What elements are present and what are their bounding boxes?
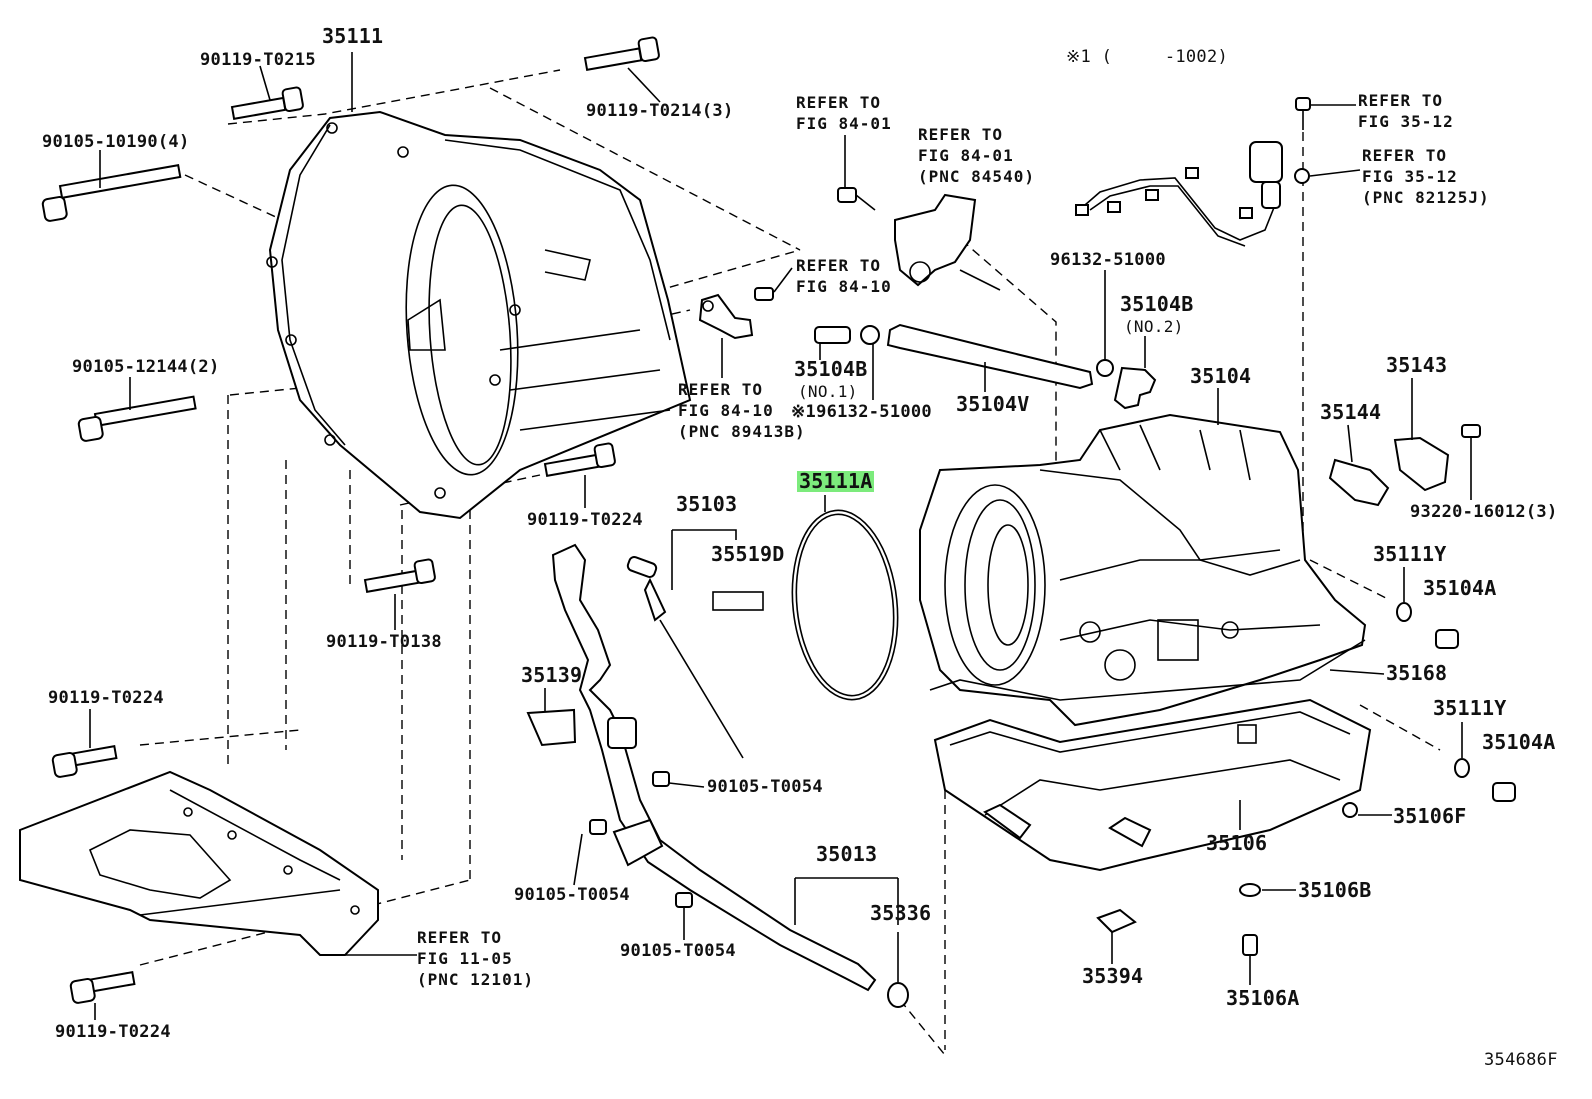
refer-line: (PNC 84540): [918, 167, 1035, 186]
refer-line: FIG 35-12: [1362, 167, 1458, 186]
part-label-90105-t0054[interactable]: 90105-T0054: [707, 777, 823, 797]
part-label-35336[interactable]: 35336: [870, 901, 932, 925]
part-label-35106[interactable]: 35106: [1206, 831, 1268, 855]
refer-to-r11-05[interactable]: REFER TO FIG 11-05 (PNC 12101): [417, 927, 534, 990]
refer-line: REFER TO: [918, 125, 1004, 144]
part-label-35139[interactable]: 35139: [521, 663, 583, 687]
part-label-90119-t02143[interactable]: 90119-T0214(3): [586, 101, 734, 121]
refer-line: FIG 11-05: [417, 949, 513, 968]
transmission-case-35104[interactable]: [919, 378, 1481, 727]
part-label-35111y[interactable]: 35111Y: [1433, 696, 1507, 720]
part-label-90105-t0054[interactable]: 90105-T0054: [620, 941, 736, 961]
oring-35111A[interactable]: [783, 495, 906, 705]
part-label-90119-t0224[interactable]: 90119-T0224: [527, 510, 643, 530]
refer-to-r84-01b[interactable]: REFER TO FIG 84-01 (PNC 84540): [918, 124, 1035, 187]
part-label-35144[interactable]: 35144: [1320, 400, 1382, 424]
refer-to-r84-10b[interactable]: REFER TO FIG 84-10 (PNC 89413B): [678, 379, 806, 442]
refer-line: FIG 84-10: [678, 401, 774, 420]
part-label-90105-t0054[interactable]: 90105-T0054: [514, 885, 630, 905]
refer-line: FIG 84-10: [796, 277, 892, 296]
bolts-left[interactable]: [41, 36, 661, 1020]
part-label-35519d[interactable]: 35519D: [711, 542, 785, 566]
diagram-id: 354686F: [1484, 1050, 1558, 1070]
refer-line: REFER TO: [1358, 91, 1444, 110]
part-label-96132-51000[interactable]: 96132-51000: [1050, 250, 1166, 270]
part-label-no2[interactable]: (NO.2): [1124, 317, 1184, 336]
part-label-35106b[interactable]: 35106B: [1298, 878, 1372, 902]
part-label-35106f[interactable]: 35106F: [1393, 804, 1467, 828]
part-label-196132-51000[interactable]: ※196132-51000: [791, 402, 932, 422]
part-label-90119-t0138[interactable]: 90119-T0138: [326, 632, 442, 652]
part-label-35013[interactable]: 35013: [816, 842, 878, 866]
part-label-90105-121442[interactable]: 90105-12144(2): [72, 357, 220, 377]
refer-line: FIG 84-01: [796, 114, 892, 133]
refer-line: REFER TO: [417, 928, 503, 947]
part-label-35103[interactable]: 35103: [676, 492, 738, 516]
refer-line: FIG 84-01: [918, 146, 1014, 165]
part-label-no1[interactable]: (NO.1): [798, 382, 858, 401]
refer-line: (PNC 12101): [417, 970, 534, 989]
engine-oil-pan-fig11-05: [19, 770, 417, 956]
part-label-35394[interactable]: 35394: [1082, 964, 1144, 988]
assembly-dashed-lines: [139, 69, 1441, 1056]
refer-line: FIG 35-12: [1358, 112, 1454, 131]
part-label-35104a[interactable]: 35104A: [1423, 576, 1497, 600]
part-label-90119-t0215[interactable]: 90119-T0215: [200, 50, 316, 70]
part-label-35111y[interactable]: 35111Y: [1373, 542, 1447, 566]
note-label: ※1 ( -1002): [1066, 47, 1229, 67]
part-label-90105-101904[interactable]: 90105-10190(4): [42, 132, 190, 152]
refer-line: REFER TO: [796, 93, 882, 112]
part-label-35106a[interactable]: 35106A: [1226, 986, 1300, 1010]
oil-filler-tube-35013[interactable]: [526, 529, 909, 1008]
refer-to-r35-12a[interactable]: REFER TO FIG 35-12: [1358, 90, 1454, 132]
refer-to-r35-12b[interactable]: REFER TO FIG 35-12 (PNC 82125J): [1362, 145, 1490, 208]
part-label-35104b[interactable]: 35104B: [1120, 292, 1194, 316]
refer-line: REFER TO: [1362, 146, 1448, 165]
part-label-35143[interactable]: 35143: [1386, 353, 1448, 377]
part-label-35104b[interactable]: 35104B: [794, 357, 868, 381]
part-label-35104[interactable]: 35104: [1190, 364, 1252, 388]
bell-housing-35111[interactable]: [266, 52, 692, 520]
part-label-90119-t0224[interactable]: 90119-T0224: [55, 1022, 171, 1042]
part-label-90119-t0224[interactable]: 90119-T0224: [48, 688, 164, 708]
oil-pan-35106[interactable]: [933, 567, 1516, 985]
part-label-35104a[interactable]: 35104A: [1482, 730, 1556, 754]
refer-line: REFER TO: [678, 380, 764, 399]
wire-harness-fig35-12[interactable]: [1075, 97, 1361, 247]
oil-cooler-hose-35104V[interactable]: [814, 270, 1157, 410]
refer-line: (PNC 89413B): [678, 422, 806, 441]
refer-line: (PNC 82125J): [1362, 188, 1490, 207]
part-label-93220-160123[interactable]: 93220-16012(3): [1410, 502, 1558, 522]
refer-line: REFER TO: [796, 256, 882, 275]
part-label-35111[interactable]: 35111: [322, 24, 384, 48]
part-label-35111a[interactable]: 35111A: [797, 469, 875, 493]
sensors-top[interactable]: [698, 135, 1001, 378]
refer-to-r84-01a[interactable]: REFER TO FIG 84-01: [796, 92, 892, 134]
refer-to-r84-10a[interactable]: REFER TO FIG 84-10: [796, 255, 892, 297]
part-label-35168[interactable]: 35168: [1386, 661, 1448, 685]
part-label-35104v[interactable]: 35104V: [956, 392, 1030, 416]
